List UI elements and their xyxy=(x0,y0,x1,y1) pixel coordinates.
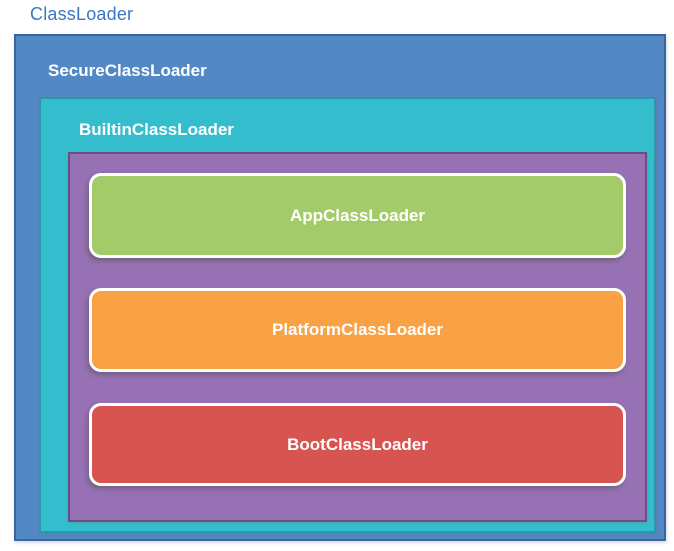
builtin-classloader-layer: BuiltinClassLoader AppClassLoader Platfo… xyxy=(39,97,656,533)
diagram-title: ClassLoader xyxy=(30,4,134,24)
builtin-group-container: AppClassLoader PlatformClassLoader BootC… xyxy=(68,152,647,522)
boot-classloader-label: BootClassLoader xyxy=(287,434,428,454)
secure-classloader-layer: SecureClassLoader BuiltinClassLoader App… xyxy=(14,34,666,541)
platform-classloader-node: PlatformClassLoader xyxy=(89,288,626,372)
builtin-classloader-label: BuiltinClassLoader xyxy=(79,120,234,139)
app-classloader-node: AppClassLoader xyxy=(89,173,626,258)
boot-classloader-node: BootClassLoader xyxy=(89,403,626,486)
secure-classloader-label: SecureClassLoader xyxy=(48,61,207,80)
app-classloader-label: AppClassLoader xyxy=(289,205,426,225)
platform-classloader-label: PlatformClassLoader xyxy=(272,320,443,339)
